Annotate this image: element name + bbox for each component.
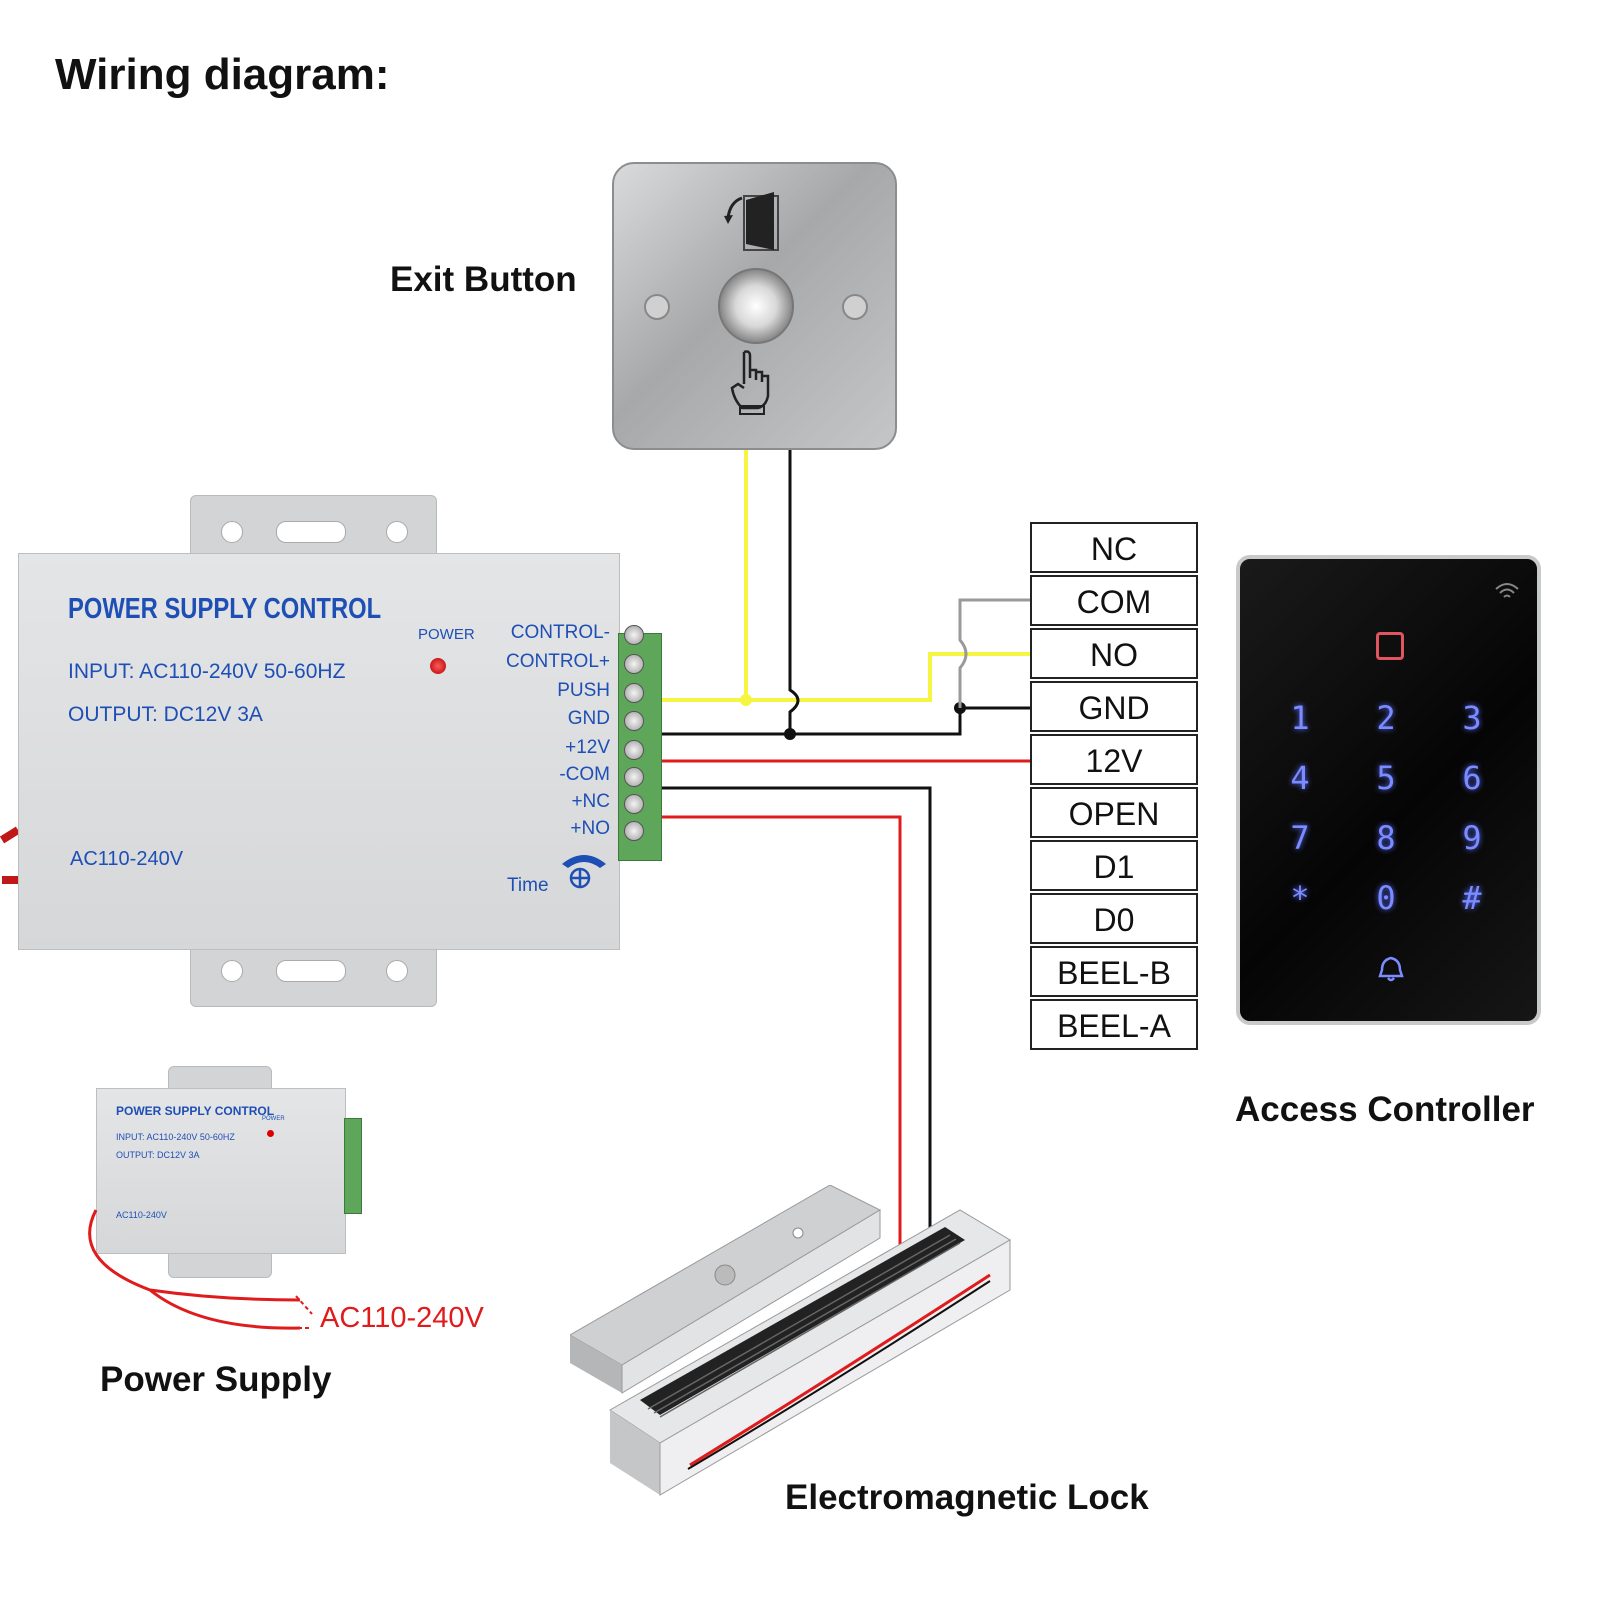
exit-button-label: Exit Button [390, 260, 577, 299]
electromagnetic-lock-label: Electromagnetic Lock [785, 1478, 1149, 1517]
thumb-ac-label: AC110-240V [116, 1210, 167, 1220]
access-controller-keypad[interactable]: 1 2 3 4 5 6 7 8 9 * 0 # [1236, 555, 1541, 1025]
keypad-key[interactable]: 6 [1462, 759, 1482, 797]
keypad-key[interactable]: 0 [1376, 879, 1396, 917]
terminal-screw-icon[interactable] [624, 767, 644, 787]
keypad-key[interactable]: 8 [1376, 819, 1396, 857]
terminal-screw-icon[interactable] [624, 821, 644, 841]
screw-hole-left [644, 294, 670, 320]
time-label: Time [507, 875, 549, 896]
power-led-icon [430, 658, 446, 674]
bell-icon[interactable] [1376, 954, 1406, 984]
thumb-housing [96, 1088, 346, 1254]
exit-button-plate[interactable] [612, 162, 897, 450]
screw-hole-right [842, 294, 868, 320]
push-button[interactable] [718, 268, 794, 344]
time-adjust-icon[interactable] [560, 850, 608, 892]
controller-terminal-cell: COM [1030, 575, 1198, 626]
mount-hole [386, 521, 408, 543]
diagram-title: Wiring diagram: [55, 50, 390, 99]
keypad-key[interactable]: 2 [1376, 699, 1396, 737]
thumb-brand: POWER SUPPLY CONTROL [116, 1104, 275, 1118]
keypad-key[interactable]: 1 [1290, 699, 1310, 737]
mount-hole [386, 960, 408, 982]
controller-terminal-cell: D0 [1030, 893, 1198, 944]
mount-hole [221, 960, 243, 982]
psu-housing [18, 553, 620, 950]
psu-terminal-label: CONTROL+ [506, 651, 610, 672]
keypad-key[interactable]: # [1462, 879, 1482, 917]
psu-input: INPUT: AC110-240V 50-60HZ [68, 660, 346, 683]
power-supply-label: Power Supply [100, 1360, 332, 1399]
thumb-power-label: POWER [262, 1116, 285, 1122]
thumb-output: OUTPUT: DC12V 3A [116, 1150, 200, 1160]
red-wire-lock [662, 815, 902, 1245]
black-junction [784, 728, 796, 740]
thumb-input: INPUT: AC110-240V 50-60HZ [116, 1132, 235, 1142]
ac-input-callout: AC110-240V [320, 1302, 484, 1334]
terminal-screw-icon[interactable] [624, 794, 644, 814]
psu-brand: POWER SUPPLY CONTROL [68, 593, 382, 625]
yellow-wire-push [662, 652, 1030, 702]
terminal-screw-icon[interactable] [624, 683, 644, 703]
terminal-screw-icon[interactable] [624, 654, 644, 674]
controller-terminal-cell: BEEL-B [1030, 946, 1198, 997]
controller-terminal-cell: OPEN [1030, 787, 1198, 838]
psu-ac-label: AC110-240V [70, 848, 184, 870]
gray-wire-com [958, 598, 1030, 708]
psu-terminal-label: -COM [559, 764, 610, 785]
power-led-label: POWER [418, 626, 475, 643]
thumb-terminal-block [344, 1118, 362, 1214]
mount-hole [221, 521, 243, 543]
keypad-key[interactable]: 3 [1462, 699, 1482, 737]
psu-terminal-label: +12V [565, 737, 610, 758]
hand-press-icon [730, 350, 770, 415]
controller-terminal-cell: BEEL-A [1030, 999, 1198, 1050]
terminal-screw-icon[interactable] [624, 740, 644, 760]
keypad-key[interactable]: 5 [1376, 759, 1396, 797]
yellow-junction [740, 694, 752, 706]
door-exit-icon [724, 192, 779, 251]
psu-terminal-label: +NC [571, 791, 610, 812]
psu-terminal-label: +NO [570, 818, 610, 839]
keypad-key[interactable]: * [1290, 879, 1310, 917]
card-reader-icon [1376, 632, 1404, 660]
controller-terminal-cell: NC [1030, 522, 1198, 573]
controller-terminal-cell: D1 [1030, 840, 1198, 891]
electromagnetic-lock [570, 1185, 1011, 1496]
psu-terminal-label: GND [567, 708, 610, 729]
wifi-icon [1495, 583, 1519, 598]
keypad-key[interactable]: 9 [1462, 819, 1482, 857]
terminal-screw-icon[interactable] [624, 625, 644, 645]
terminal-screw-icon[interactable] [624, 711, 644, 731]
access-controller-label: Access Controller [1235, 1090, 1535, 1129]
keypad-key[interactable]: 7 [1290, 819, 1310, 857]
controller-terminal-cell: GND [1030, 681, 1198, 732]
psu-terminal-label: CONTROL- [510, 622, 610, 643]
psu-terminal-label: PUSH [557, 680, 610, 701]
psu-output: OUTPUT: DC12V 3A [68, 703, 263, 726]
black-wire-gnd [662, 706, 1030, 736]
thumb-cable [88, 1209, 313, 1330]
mount-slot [276, 521, 346, 543]
mains-cable [0, 826, 21, 884]
keypad-key[interactable]: 4 [1290, 759, 1310, 797]
mount-slot [276, 960, 346, 982]
controller-terminal-cell: 12V [1030, 734, 1198, 785]
controller-terminal-cell: NO [1030, 628, 1198, 679]
black-wire-lock [662, 786, 932, 1230]
thumb-led-icon [267, 1130, 274, 1137]
black-wire-exit [788, 450, 800, 734]
